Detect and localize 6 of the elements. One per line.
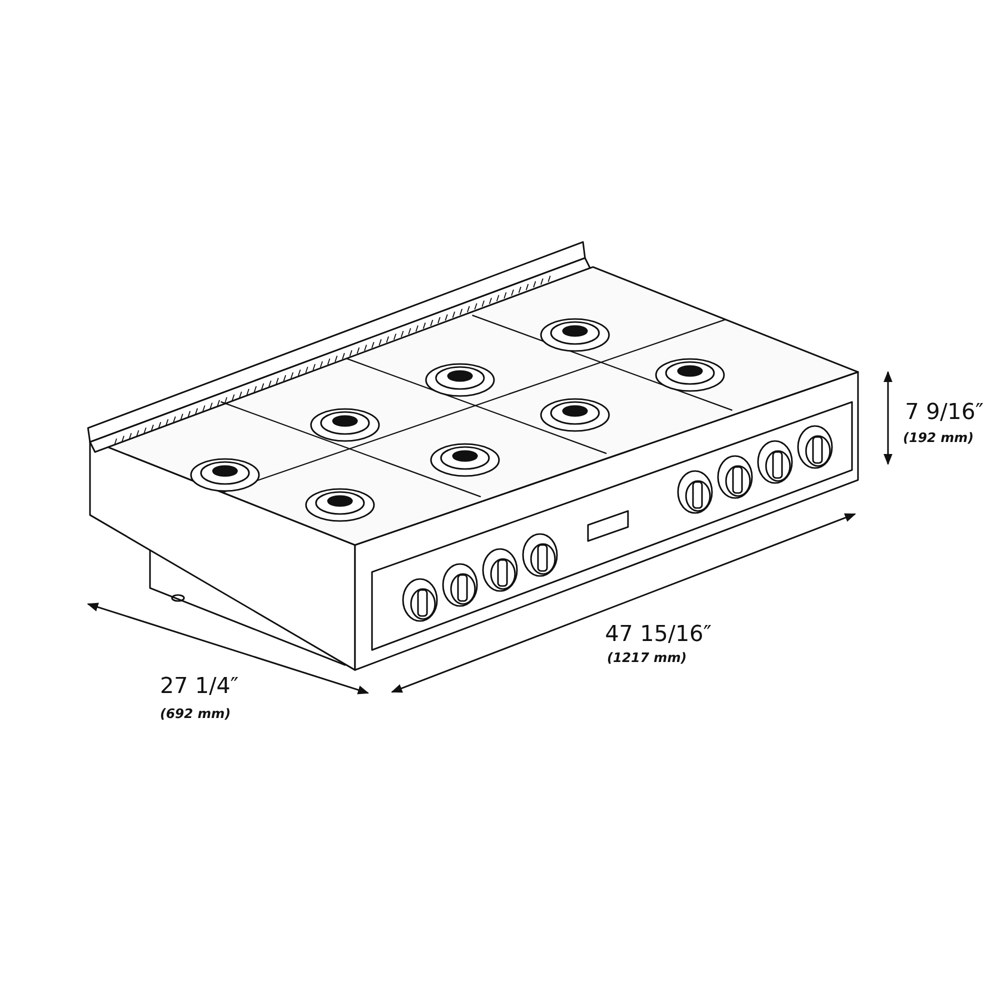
dimension-label: (1217 mm) (607, 652, 687, 665)
dimension-label: 7 9/16″ (905, 402, 984, 424)
dimension-label: 27 1/4″ (160, 676, 239, 698)
dimension-label: 47 15/16″ (605, 624, 712, 646)
dimension-label: (192 mm) (903, 432, 974, 445)
dimension-label: (692 mm) (160, 708, 231, 721)
